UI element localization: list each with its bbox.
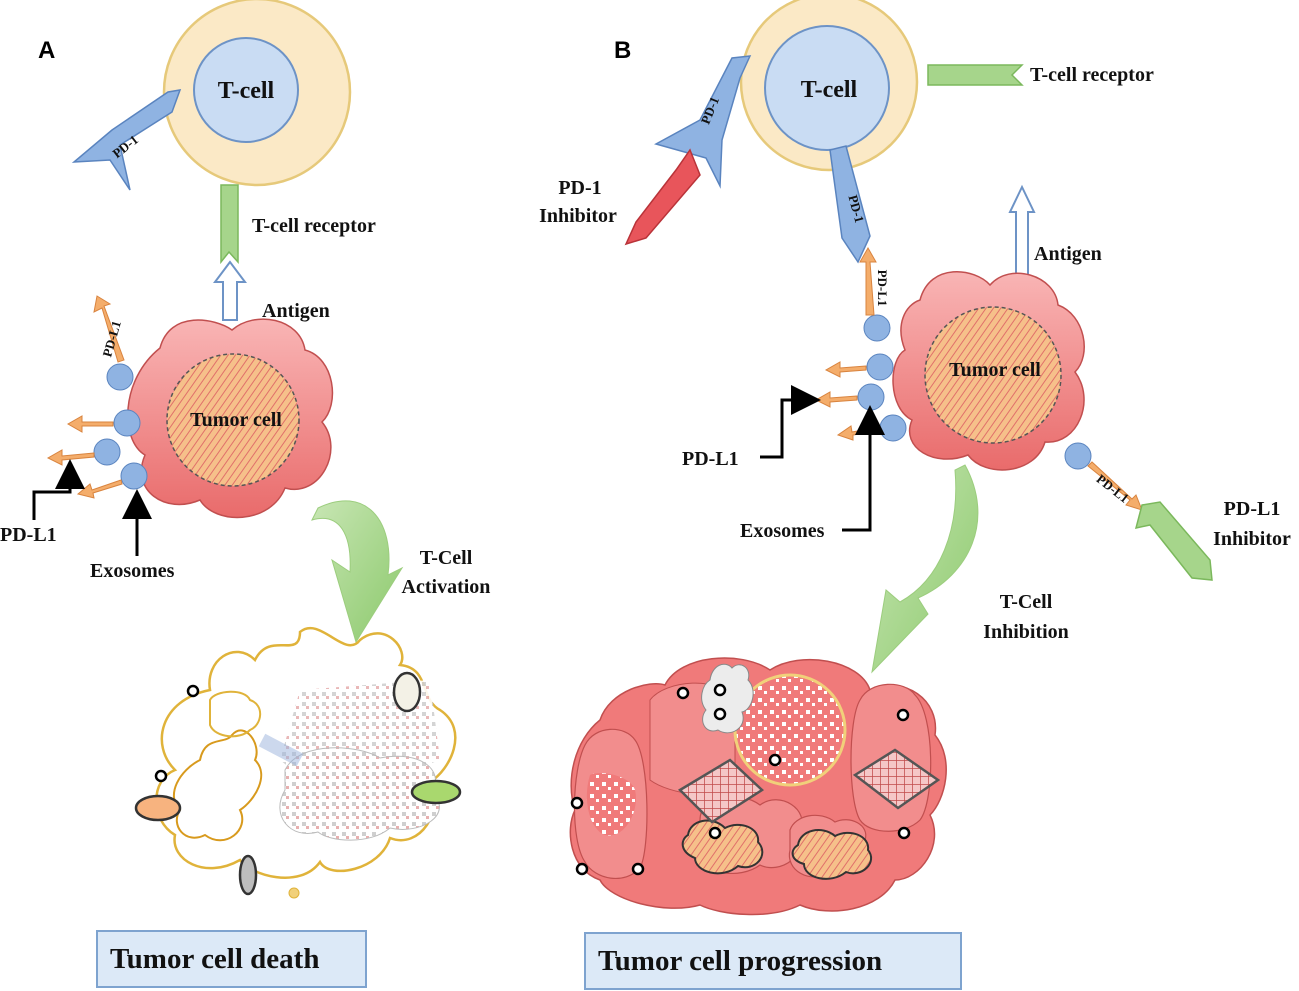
pdl1-inhibitor: PD-L1 Inhibitor bbox=[1134, 498, 1291, 581]
pdl1-inhibitor-line2: Inhibitor bbox=[1213, 528, 1291, 550]
pdl1-b-label: PD-L1 bbox=[682, 448, 739, 470]
activation-arrow-a: T-Cell Activation bbox=[311, 500, 491, 644]
tumor-mass-b bbox=[569, 657, 947, 916]
exosomes-a-label: Exosomes bbox=[90, 560, 175, 582]
inhibition-b-line1: T-Cell bbox=[1000, 591, 1053, 613]
t-cell-receptor-b: T-cell receptor bbox=[927, 64, 1154, 86]
t-cell-a: T-cell bbox=[162, 0, 352, 187]
pd1-b-bottom-label: PD-1 bbox=[845, 193, 867, 224]
antigen-a: Antigen bbox=[213, 260, 330, 322]
pdl1-b-small-top-label: PD-L1 bbox=[875, 270, 890, 307]
activation-a-line2: Activation bbox=[402, 576, 491, 598]
outcome-box-b: Tumor cell progression bbox=[584, 932, 962, 990]
panel-label-a: A bbox=[38, 37, 55, 64]
pointers-b: PD-L1 Exosomes bbox=[682, 385, 885, 542]
pd1-inhibitor: PD-1 Inhibitor bbox=[539, 148, 701, 246]
outcome-b-label: Tumor cell progression bbox=[598, 944, 883, 977]
pdl1-inhibitor-line1: PD-L1 bbox=[1224, 498, 1281, 520]
pd1-receptor-b-top: PD-1 bbox=[654, 55, 752, 189]
t-cell-receptor-b-label: T-cell receptor bbox=[1030, 64, 1154, 86]
outcome-box-a: Tumor cell death bbox=[96, 930, 367, 988]
exosomes-b bbox=[857, 314, 1092, 470]
pd1-inhibitor-line2: Inhibitor bbox=[539, 205, 617, 227]
antigen-a-label: Antigen bbox=[262, 300, 330, 322]
exosomes-b-label: Exosomes bbox=[740, 520, 825, 542]
tumor-cell-a: Tumor cell bbox=[127, 318, 334, 519]
t-cell-b-label: T-cell bbox=[801, 77, 858, 103]
tumor-cell-b-label: Tumor cell bbox=[949, 359, 1041, 381]
inhibition-arrow-b: T-Cell Inhibition bbox=[871, 464, 1069, 674]
pointers-a: PD-L1 Exosomes bbox=[0, 459, 175, 582]
outcome-a-label: Tumor cell death bbox=[110, 942, 320, 975]
pd1-inhibitor-line1: PD-1 bbox=[558, 177, 601, 199]
antigen-b: Antigen bbox=[1008, 184, 1102, 279]
t-cell-a-label: T-cell bbox=[218, 78, 275, 104]
pd1-receptor-a: PD-1 bbox=[71, 89, 182, 191]
t-cell-receptor-a-label: T-cell receptor bbox=[252, 215, 376, 237]
panel-label-b: B bbox=[614, 37, 631, 64]
pdl1-b-small-right-label: PD-L1 bbox=[1094, 471, 1132, 506]
pdl1-arrows-a: PD-L1 bbox=[46, 295, 125, 499]
dying-cell-a bbox=[134, 626, 462, 899]
antigen-b-label: Antigen bbox=[1034, 243, 1102, 265]
tumor-cell-b: Tumor cell bbox=[892, 270, 1085, 471]
pdl1-a-label: PD-L1 bbox=[0, 524, 57, 546]
t-cell-receptor-a: T-cell receptor bbox=[220, 184, 376, 265]
t-cell-b: T-cell bbox=[739, 0, 919, 172]
inhibition-b-line2: Inhibition bbox=[983, 621, 1069, 643]
tumor-cell-a-label: Tumor cell bbox=[190, 409, 282, 431]
activation-a-line1: T-Cell bbox=[420, 547, 473, 569]
pd1-receptor-b-bottom: PD-1 bbox=[829, 145, 871, 264]
